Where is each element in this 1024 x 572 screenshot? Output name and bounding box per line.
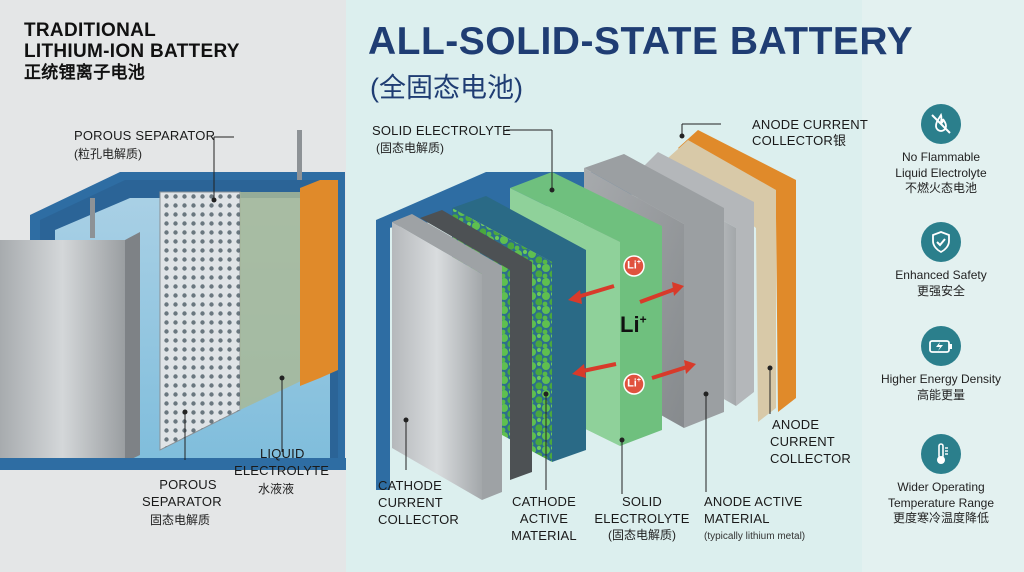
label-porous-separator-bottom-l1: POROUS	[159, 477, 217, 492]
label-anode-am-l1: ANODE ACTIVE	[704, 494, 803, 509]
cathode-current-collector-slab	[392, 222, 482, 500]
li-ion-label-bottom: Li+	[627, 377, 641, 390]
battery-charge-icon	[921, 326, 961, 366]
feature-energy-density-cn: 高能更量	[916, 387, 965, 402]
label-cathode-cc-l3: COLLECTOR	[378, 512, 460, 527]
casing-blue-left	[376, 220, 390, 490]
label-anode-cc-top-l1: ANODE CURRENT	[752, 117, 868, 132]
feature-no-flammable: No Flammable Liquid Electrolyte 不燃火态电池	[866, 104, 1016, 197]
shield-check-icon	[921, 222, 961, 262]
feature-temperature-range: Wider Operating Temperature Range 更度寒冷温度…	[866, 434, 1016, 527]
feature-enhanced-safety: Enhanced Safety 更强安全	[866, 222, 1016, 299]
label-liquid-electrolyte-l1: LIQUID	[260, 446, 305, 461]
label-cathode-am-l3: MATERIAL	[511, 528, 577, 543]
right-title: ALL-SOLID-STATE BATTERY	[368, 20, 914, 63]
feature-temperature-line2: Temperature Range	[887, 495, 995, 510]
feature-enhanced-safety-line1: Enhanced Safety	[895, 268, 987, 282]
left-title-cn: 正统锂离子电池	[24, 62, 146, 82]
label-liquid-electrolyte-l2: ELECTROLYTE	[234, 463, 330, 478]
label-solid-el-bottom-l1: SOLID	[621, 494, 662, 509]
thermometer-icon	[921, 434, 961, 474]
li-ion-label-center: Li+	[620, 312, 647, 337]
feature-no-flammable-line2: Liquid Electrolyte	[895, 165, 987, 180]
label-anode-am-note: (typically lithium metal)	[704, 531, 806, 542]
li-ion-circle-bottom	[623, 373, 645, 395]
label-porous-separator-bottom-cn: 固态电解质	[150, 513, 211, 527]
li-ion-label-top: Li+	[627, 259, 641, 272]
no-flame-icon	[921, 104, 961, 144]
label-cathode-am-l2: ACTIVE	[519, 511, 569, 526]
label-cathode-cc-l1: CATHODE	[378, 478, 442, 493]
label-solid-electrolyte-top-cn: (固态电解质)	[376, 141, 444, 155]
label-liquid-electrolyte-cn: 水液液	[258, 482, 295, 496]
label-anode-cc-right-l1: ANODE	[772, 417, 820, 432]
feature-temperature-cn: 更度寒冷温度降低	[892, 511, 989, 526]
terminal-left	[90, 198, 95, 238]
label-cathode-cc-l2: CURRENT	[378, 495, 443, 510]
features-sidebar-background	[862, 0, 1024, 572]
feature-energy-density-line1: Higher Energy Density	[880, 372, 1002, 386]
left-title: TRADITIONAL LITHIUM-ION BATTERY 正统锂离子电池	[24, 20, 240, 82]
steel-cathode-slab	[0, 240, 125, 462]
feature-energy-density: Higher Energy Density 高能更量	[866, 326, 1016, 403]
label-anode-cc-top-l2: COLLECTOR银	[752, 133, 847, 148]
label-porous-separator-bottom-l2: SEPARATOR	[142, 494, 222, 509]
label-anode-am-l2: MATERIAL	[704, 511, 770, 526]
label-anode-cc-right-l2: CURRENT	[770, 434, 835, 449]
label-solid-electrolyte-top: SOLID ELECTROLYTE	[372, 123, 511, 138]
feature-no-flammable-line1: No Flammable	[901, 150, 981, 164]
label-anode-cc-right-l3: COLLECTOR	[770, 451, 852, 466]
right-title-cn: (全固态电池)	[370, 73, 523, 103]
copper-collector	[300, 180, 338, 386]
feature-no-flammable-cn: 不燃火态电池	[904, 181, 977, 196]
label-porous-separator-top: POROUS SEPARATOR	[74, 128, 216, 143]
solid-state-battery-illustration	[376, 123, 796, 500]
feature-enhanced-safety-cn: 更强安全	[916, 283, 965, 298]
li-ion-circle-top	[623, 255, 645, 277]
feature-temperature-line1: Wider Operating	[897, 480, 985, 494]
traditional-battery-illustration	[0, 130, 346, 470]
label-porous-separator-top-cn: (粒孔电解质)	[74, 147, 142, 161]
label-cathode-am-l1: CATHODE	[512, 494, 576, 509]
label-solid-el-bottom-cn: (固态电解质)	[608, 528, 676, 542]
terminal-right	[297, 130, 302, 180]
label-solid-el-bottom-l2: ELECTROLYTE	[594, 511, 690, 526]
left-title-line2: LITHIUM-ION BATTERY	[24, 41, 240, 63]
left-title-line1: TRADITIONAL	[24, 20, 157, 41]
